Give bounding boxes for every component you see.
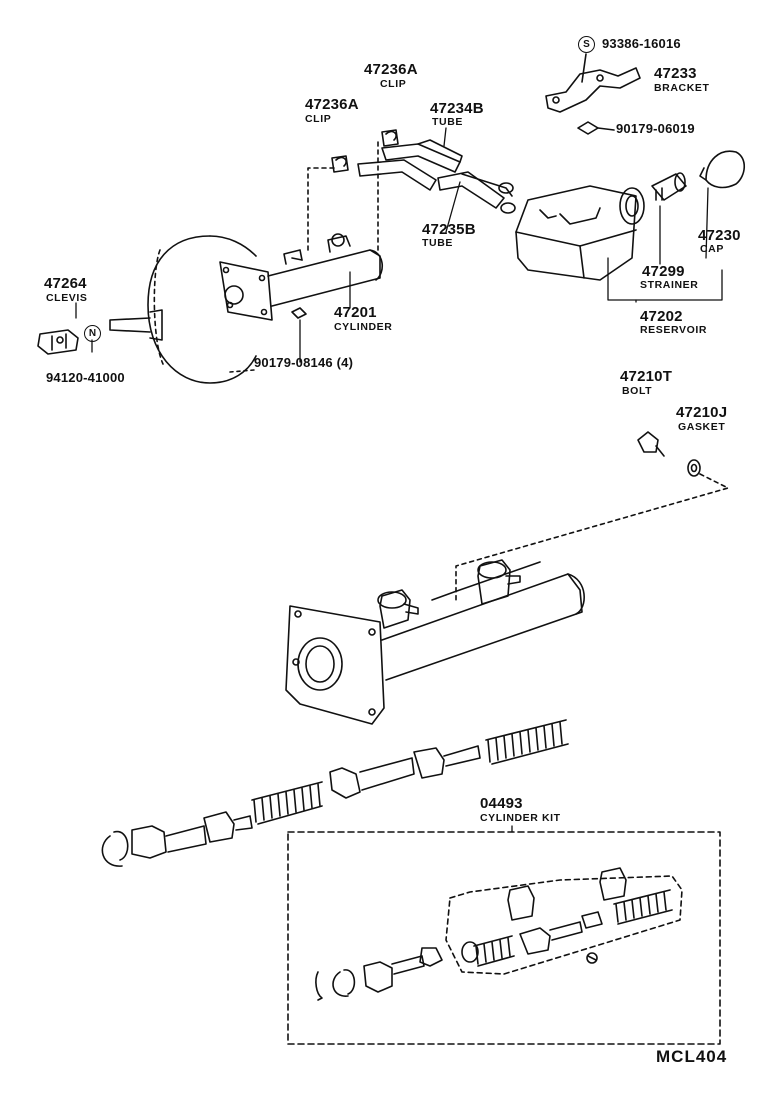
reservoir-drawing [515, 185, 645, 281]
tube-47234b-drawing [381, 139, 463, 173]
brake-booster-drawing [109, 235, 257, 384]
part-number-47233[interactable]: 47233 [654, 65, 697, 82]
clip-right-drawing [381, 129, 399, 147]
kit-parts-drawing [315, 867, 683, 1001]
part-number-47299[interactable]: 47299 [642, 263, 685, 280]
part-number-90179-08146[interactable]: 90179-08146 (4) [254, 355, 354, 370]
part-number-90179-06019[interactable]: 90179-06019 [616, 121, 695, 136]
part-number-94120-41000[interactable]: 94120-41000 [46, 370, 125, 385]
part-name-reservoir: RESERVOIR [640, 324, 708, 336]
cylinder-kit-box [287, 831, 721, 1045]
part-number-47235b[interactable]: 47235B [422, 221, 476, 238]
part-number-04493[interactable]: 04493 [480, 795, 523, 812]
nut-90179-08146-drawing [291, 307, 307, 319]
part-name-clevis: CLEVIS [46, 292, 88, 304]
part-name-tube-top: TUBE [432, 116, 463, 128]
strainer-drawing [651, 172, 687, 201]
part-name-strainer: STRAINER [640, 279, 699, 291]
part-name-cylinder: CYLINDER [334, 321, 393, 333]
cap-drawing [699, 150, 746, 189]
clevis-drawing [37, 329, 79, 355]
bracket-drawing [545, 53, 641, 113]
cylinder-top-drawing [219, 233, 383, 321]
bolt-47210t-drawing [637, 431, 665, 457]
part-name-clip-left: CLIP [305, 113, 332, 125]
hose-clips-drawing [498, 182, 516, 214]
part-name-bolt: BOLT [622, 385, 653, 397]
part-number-47234b[interactable]: 47234B [430, 100, 484, 117]
part-number-47210j[interactable]: 47210J [676, 404, 728, 421]
nut-part-symbol: N [84, 325, 101, 342]
clip-leader-left [307, 167, 336, 251]
spring-2-drawing [485, 719, 569, 765]
leader-lines [75, 127, 723, 363]
part-number-47230[interactable]: 47230 [698, 227, 741, 244]
clip-left-drawing [331, 155, 349, 173]
part-number-93386-16016[interactable]: 93386-16016 [602, 36, 681, 51]
part-number-47236a-left[interactable]: 47236A [305, 96, 359, 113]
part-name-cap: CAP [700, 243, 724, 255]
part-number-47210t[interactable]: 47210T [620, 368, 673, 385]
spring-1-drawing [251, 781, 323, 825]
part-name-bracket: BRACKET [654, 82, 710, 94]
part-name-cylinder-kit: CYLINDER KIT [480, 812, 561, 824]
bolt-90179-06019-drawing [577, 121, 615, 135]
part-number-47264[interactable]: 47264 [44, 275, 87, 292]
tube-47235b-drawing [357, 159, 513, 209]
gasket-47210j-drawing [687, 459, 701, 477]
part-name-gasket: GASKET [678, 421, 726, 433]
part-number-47201[interactable]: 47201 [334, 304, 377, 321]
kit-spring-1-drawing [473, 935, 515, 967]
part-number-47236a-right[interactable]: 47236A [364, 61, 418, 78]
part-name-clip-right: CLIP [380, 78, 407, 90]
diagram-code: MCL404 [656, 1047, 728, 1066]
part-number-47202[interactable]: 47202 [640, 308, 683, 325]
gasket-leader [455, 473, 729, 601]
standard-part-symbol: S [578, 36, 595, 53]
kit-spring-2-drawing [613, 889, 673, 925]
part-name-tube-bottom: TUBE [422, 237, 453, 249]
cylinder-large-drawing [285, 559, 585, 725]
internal-parts-drawing [101, 719, 569, 867]
